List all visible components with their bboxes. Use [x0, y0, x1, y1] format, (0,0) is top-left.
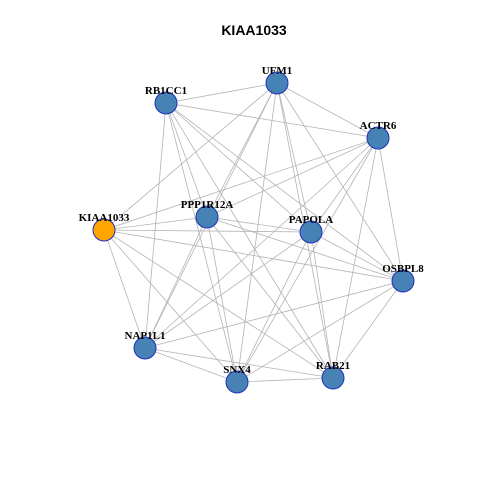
node-label-ppp1r12a: PPP1R12A: [181, 199, 234, 211]
node-layer: [92, 71, 415, 394]
edge-actr6-papola: [310, 137, 379, 233]
edge-ppp1r12a-osbpl8: [206, 216, 404, 282]
edge-actr6-osbpl8: [377, 137, 404, 282]
edge-ufm1-snx4: [236, 82, 278, 383]
node-label-snx4: SNX4: [223, 364, 251, 376]
edge-rb1cc1-papola: [165, 102, 312, 233]
edge-papola-nap1l1: [144, 231, 312, 349]
node-osbpl8[interactable]: [391, 269, 415, 293]
graph-title: KIAA1033: [221, 22, 287, 38]
node-papola[interactable]: [299, 220, 323, 244]
edge-ufm1-ppp1r12a: [206, 82, 278, 218]
edge-ufm1-osbpl8: [276, 82, 404, 282]
edge-rb1cc1-rab21: [165, 102, 334, 379]
edge-ufm1-papola: [276, 82, 312, 233]
edge-rb1cc1-nap1l1: [144, 102, 167, 349]
edge-layer: [103, 82, 404, 383]
node-actr6[interactable]: [366, 126, 390, 150]
node-label-kiaa1033: KIAA1033: [79, 212, 130, 224]
edge-ufm1-kiaa1033: [103, 82, 278, 231]
node-label-rab21: RAB21: [316, 360, 350, 372]
edge-osbpl8-nap1l1: [144, 280, 404, 349]
edge-ppp1r12a-snx4: [206, 216, 238, 383]
edge-actr6-snx4: [236, 137, 379, 383]
edge-kiaa1033-nap1l1: [103, 229, 146, 349]
edge-rb1cc1-snx4: [165, 102, 238, 383]
edge-actr6-rab21: [332, 137, 379, 379]
edge-kiaa1033-rab21: [103, 229, 334, 379]
edge-osbpl8-rab21: [332, 280, 404, 379]
edge-ufm1-rb1cc1: [165, 82, 278, 104]
node-nap1l1[interactable]: [133, 336, 157, 360]
edge-nap1l1-rab21: [144, 347, 334, 379]
edge-osbpl8-snx4: [236, 280, 404, 383]
node-label-papola: PAPOLA: [289, 214, 333, 226]
edge-rb1cc1-actr6: [165, 102, 379, 139]
edge-snx4-rab21: [236, 377, 334, 383]
edge-kiaa1033-ppp1r12a: [103, 216, 208, 231]
node-rb1cc1[interactable]: [154, 91, 178, 115]
node-label-nap1l1: NAP1L1: [125, 330, 166, 342]
edge-actr6-nap1l1: [144, 137, 379, 349]
edge-actr6-kiaa1033: [103, 137, 379, 231]
edge-nap1l1-snx4: [144, 347, 238, 383]
node-label-actr6: ACTR6: [360, 120, 397, 132]
edge-papola-snx4: [236, 231, 312, 383]
node-rab21[interactable]: [321, 366, 345, 390]
edge-actr6-ppp1r12a: [206, 137, 379, 218]
node-ppp1r12a[interactable]: [195, 205, 219, 229]
edge-rb1cc1-osbpl8: [165, 102, 404, 282]
edge-kiaa1033-snx4: [103, 229, 238, 383]
node-label-osbpl8: OSBPL8: [382, 263, 424, 275]
edge-papola-rab21: [310, 231, 334, 379]
node-snx4[interactable]: [225, 370, 249, 394]
edge-ppp1r12a-rab21: [206, 216, 334, 379]
node-kiaa1033[interactable]: [92, 218, 116, 242]
node-ufm1[interactable]: [265, 71, 289, 95]
edge-ufm1-actr6: [276, 82, 379, 139]
node-label-rb1cc1: RB1CC1: [145, 85, 187, 97]
edge-ppp1r12a-nap1l1: [144, 216, 208, 349]
edge-papola-osbpl8: [310, 231, 404, 282]
edge-ppp1r12a-papola: [206, 216, 312, 233]
edge-kiaa1033-osbpl8: [103, 229, 404, 282]
node-label-ufm1: UFM1: [262, 65, 293, 77]
edge-kiaa1033-papola: [103, 229, 312, 233]
